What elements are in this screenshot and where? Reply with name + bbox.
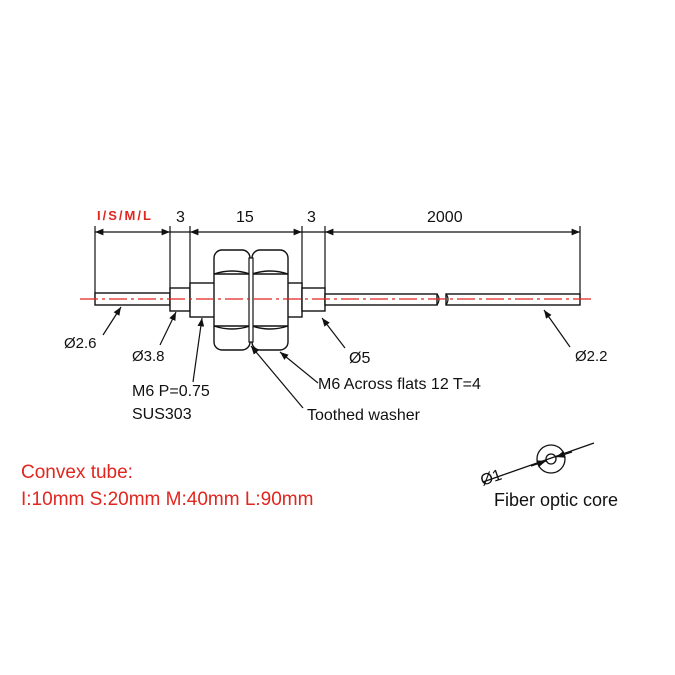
core-diameter: Ø1 — [478, 467, 504, 490]
hex-nut-right — [251, 249, 289, 351]
callout-collar-diameter: Ø3.8 — [132, 348, 165, 365]
dim-thread-length: 15 — [236, 209, 254, 226]
dimension-lines — [94, 226, 581, 298]
hex-nut-left — [213, 249, 251, 351]
callout-washer: Toothed washer — [307, 407, 421, 424]
callout-neck-diameter: Ø5 — [349, 350, 370, 367]
callout-material: SUS303 — [132, 406, 192, 423]
dim-right-collar: 3 — [307, 209, 316, 226]
callout-tube-diameter: Ø2.6 — [64, 335, 97, 352]
dim-left-collar: 3 — [176, 209, 185, 226]
convex-tube-sizes: I:10mm S:20mm M:40mm L:90mm — [21, 489, 313, 510]
sensor-body — [94, 282, 581, 318]
callout-nut-spec: M6 Across flats 12 T=4 — [318, 376, 481, 393]
convex-tube-title: Convex tube: — [21, 462, 133, 483]
core-label: Fiber optic core — [494, 490, 618, 510]
leader-lines — [102, 306, 571, 409]
callout-cable-diameter: Ø2.2 — [575, 348, 608, 365]
fiber-core-detail — [482, 442, 595, 483]
core-outer-circle — [536, 444, 566, 474]
core-inner-circle — [545, 453, 557, 465]
dim-convex-length: I/S/M/L — [97, 208, 153, 223]
dim-cable-length: 2000 — [427, 209, 463, 226]
callout-thread-spec: M6 P=0.75 — [132, 383, 210, 400]
toothed-washer-part — [248, 257, 254, 343]
